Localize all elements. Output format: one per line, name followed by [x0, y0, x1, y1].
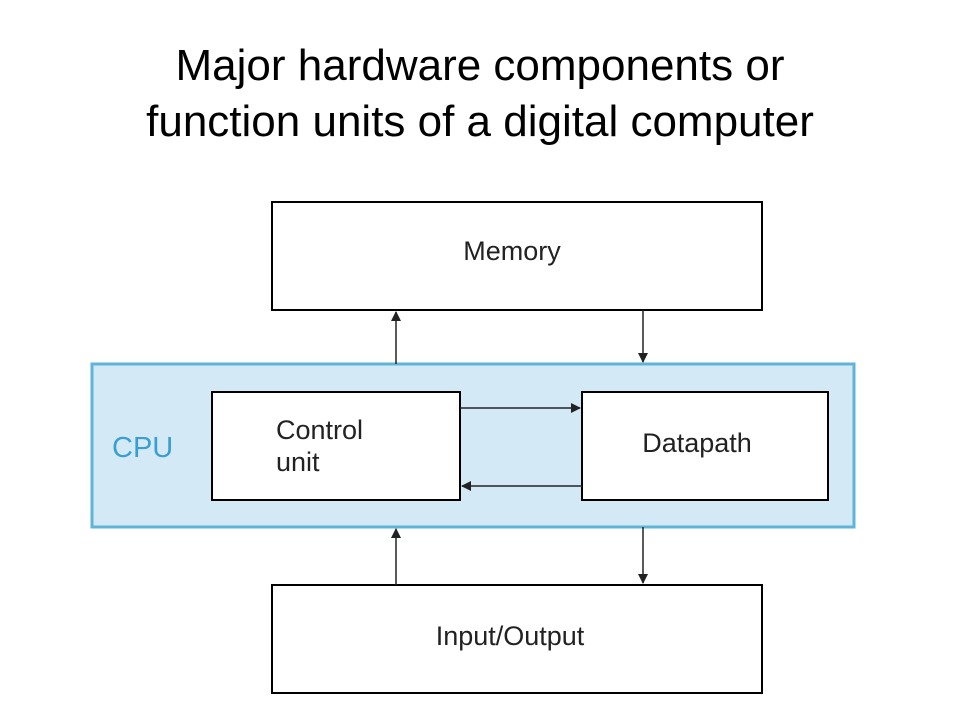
slide-title: Major hardware components or function un… — [0, 38, 960, 150]
cpu-label: CPU — [112, 432, 173, 464]
control-unit-label-line-2: unit — [276, 447, 320, 477]
slide-title-line-1: Major hardware components or — [175, 41, 785, 90]
datapath-box — [581, 391, 829, 501]
control-unit-label-line-1: Control — [276, 415, 363, 445]
input-output-box — [271, 584, 763, 694]
control-unit-box — [211, 391, 461, 501]
input-output-label: Input/Output — [436, 621, 585, 651]
slide-title-line-2: function units of a digital computer — [146, 97, 814, 146]
memory-label: Memory — [463, 236, 561, 266]
memory-box — [271, 201, 763, 311]
datapath-label: Datapath — [642, 428, 752, 458]
